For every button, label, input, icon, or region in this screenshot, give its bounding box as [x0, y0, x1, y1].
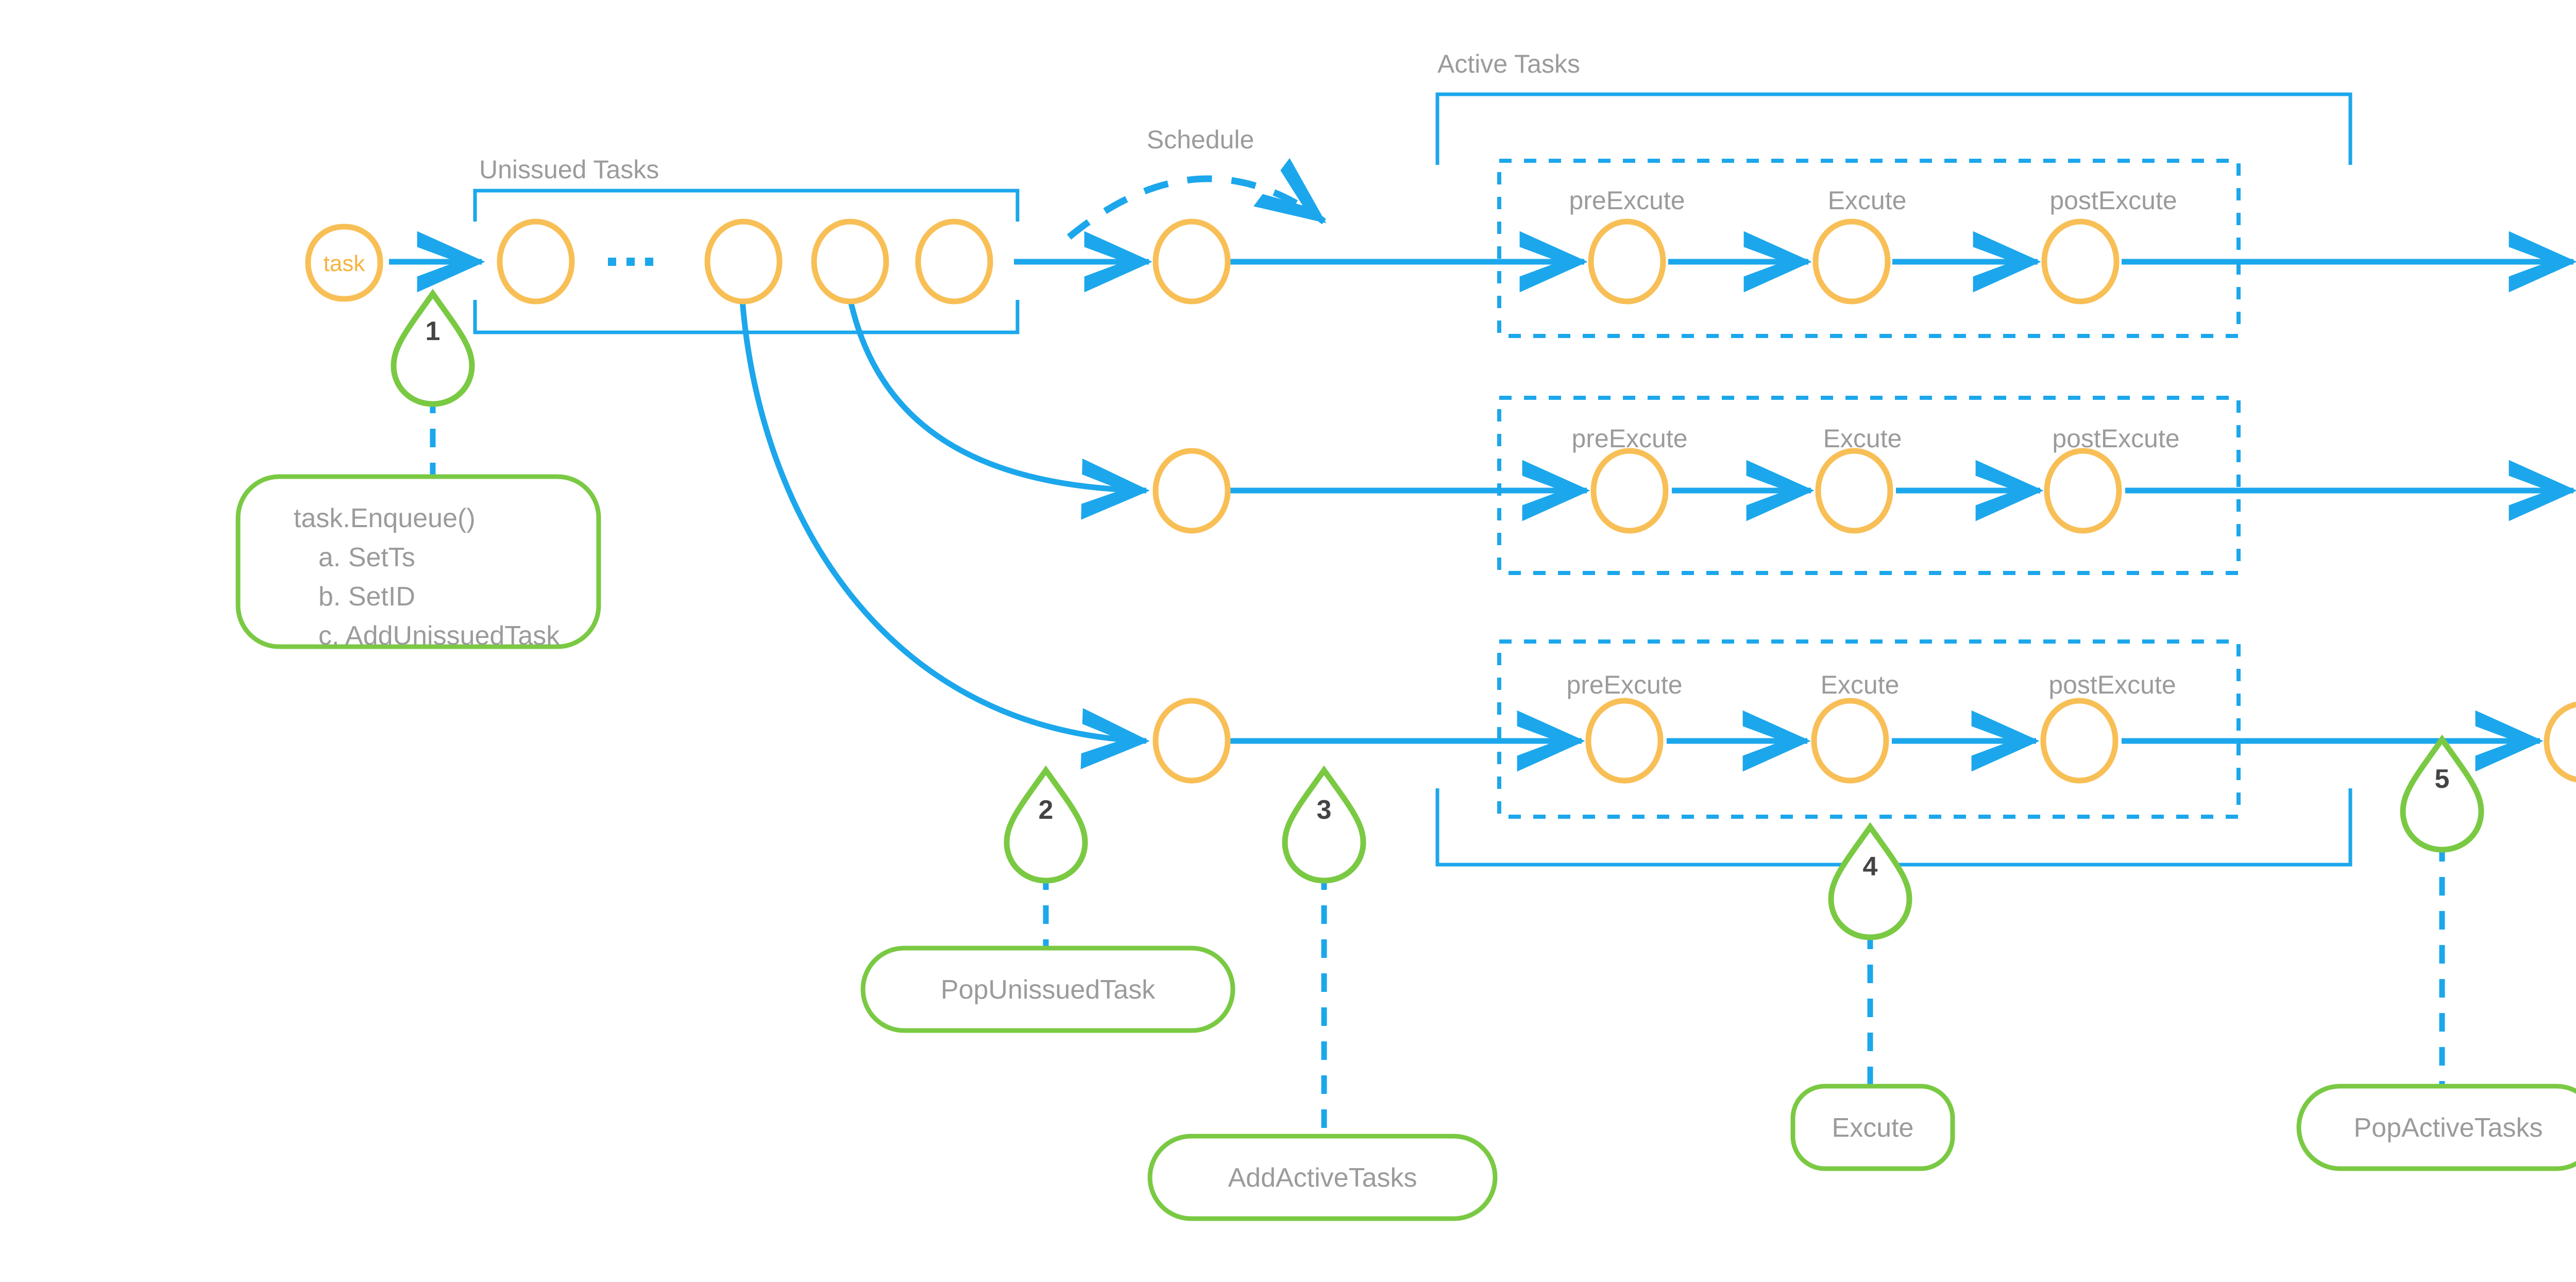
marker-1-number: 1 [425, 316, 440, 346]
edge-queue-node4-to-row2 [846, 293, 1150, 520]
edge-queue-node3-to-row3 [739, 293, 1150, 769]
row-3-postexcute-node [2040, 698, 2119, 784]
row-1-postexcute-node [2041, 218, 2120, 305]
marker-1-teardrop [391, 289, 475, 407]
node-task [305, 224, 383, 302]
row-3-excute-label: Excute [1820, 670, 1900, 699]
callout-enqueue-title: task.Enqueue() [294, 503, 476, 533]
callout-pop-unissued-label: PopUnissuedTask [940, 975, 1156, 1005]
row-1-preexcute-node [1588, 218, 1666, 305]
marker-2-number: 2 [1038, 795, 1054, 825]
row-1-excute-label: Excute [1827, 186, 1907, 215]
callout-enqueue-content: task.Enqueue() a. SetTs b. SetID c. AddU… [294, 499, 560, 655]
marker-3-number: 3 [1316, 795, 1332, 825]
row-2-postexcute-label: postExcute [2052, 424, 2180, 453]
callout-enqueue-step-a: a. SetTs [318, 543, 415, 572]
callout-excute-label: Excute [1832, 1113, 1914, 1143]
row-3-postexcute-label: postExcute [2048, 670, 2176, 699]
queue-ellipsis-icon [608, 258, 653, 266]
active-tasks-label: Active Tasks [1437, 49, 1580, 78]
row-3-preexcute-label: preExcute [1566, 670, 1683, 699]
marker-5-teardrop [2400, 734, 2484, 853]
callout-box-enqueue [235, 474, 601, 649]
queue-node-2 [704, 218, 783, 305]
queue-node-3 [811, 218, 889, 305]
stage-box-row-1 [1497, 159, 2241, 338]
queue-node-1 [497, 218, 575, 305]
callout-enqueue-step-b: b. SetID [318, 582, 415, 612]
queue-node-4 [915, 218, 993, 305]
stage-box-row-2 [1497, 396, 2241, 575]
row-2-excute-node [1815, 448, 1893, 534]
marker-4-teardrop [1828, 822, 1912, 940]
row-3-preexcute-node [1585, 698, 1664, 784]
row-2-preexcute-label: preExcute [1571, 424, 1688, 453]
schedule-dashed-arc [1066, 158, 1327, 240]
stage-box-row-3 [1497, 639, 2241, 819]
callout-box-add-active [1147, 1134, 1498, 1221]
marker-3-teardrop [1282, 765, 1366, 884]
row-2-preexcute-node [1590, 448, 1669, 534]
callout-enqueue-step-c: c. AddUnissuedTask [318, 621, 560, 651]
schedule-node [1153, 218, 1231, 305]
callout-box-excute [1790, 1084, 1955, 1171]
row-2-postexcute-node [2044, 448, 2122, 534]
callout-box-pop-active [2296, 1084, 2576, 1171]
row-3-exit-node [2544, 701, 2576, 783]
row-1-preexcute-label: preExcute [1569, 186, 1685, 215]
row-2-entry-node [1153, 448, 1231, 534]
unissued-tasks-label: Unissued Tasks [479, 155, 659, 184]
callout-pop-active-label: PopActiveTasks [2353, 1113, 2543, 1143]
marker-5-number: 5 [2434, 764, 2450, 794]
row-2-excute-label: Excute [1823, 424, 1902, 453]
marker-2-teardrop [1004, 765, 1088, 884]
task-node-label: task [323, 251, 365, 276]
callout-box-pop-unissued [860, 946, 1235, 1033]
row-3-excute-node [1811, 698, 1889, 784]
schedule-label: Schedule [1146, 125, 1255, 154]
marker-4-number: 4 [1862, 852, 1878, 882]
callout-add-active-label: AddActiveTasks [1228, 1163, 1417, 1193]
row-3-entry-node [1153, 698, 1231, 784]
row-1-excute-node [1812, 218, 1891, 305]
row-1-postexcute-label: postExcute [2049, 186, 2177, 215]
